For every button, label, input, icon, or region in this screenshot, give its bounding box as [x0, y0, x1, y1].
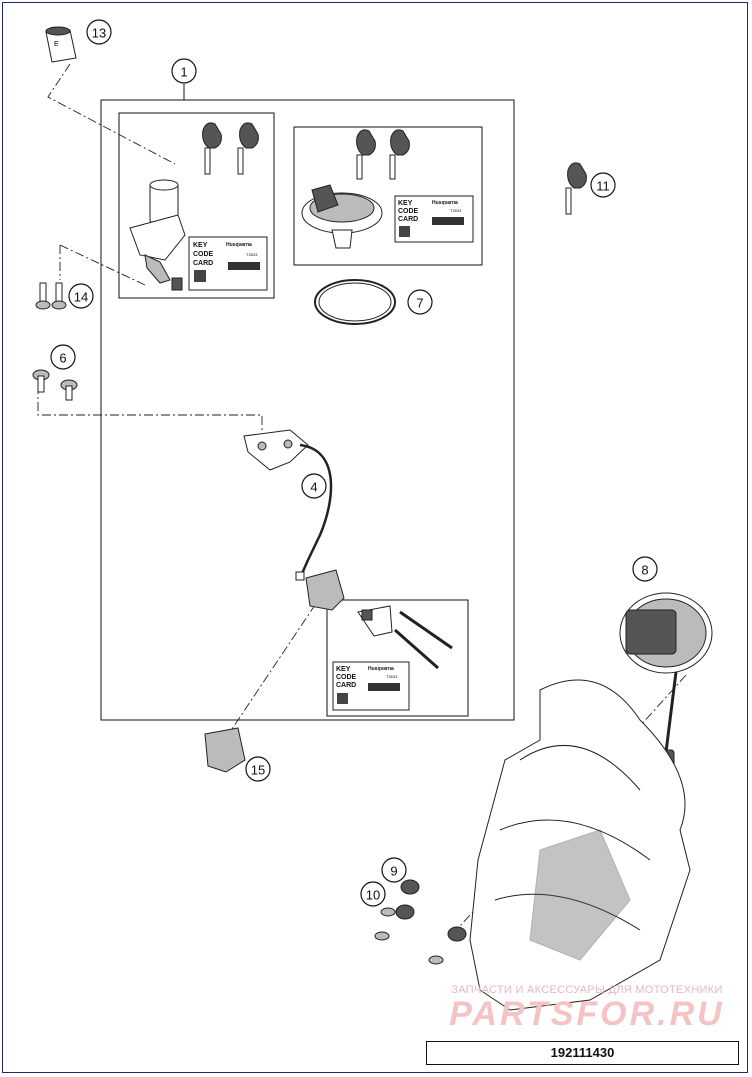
callout-7: 7 — [407, 289, 433, 315]
key-card-key: KEY — [193, 242, 208, 249]
seat-lock-kit-contents — [357, 605, 453, 670]
key-card-brand: Husqvarna — [226, 242, 252, 248]
kit-1-outline — [100, 99, 515, 721]
key-card-card: CARD — [193, 260, 213, 267]
seat-card-card: CARD — [336, 682, 356, 689]
fuel-cap-part — [301, 184, 383, 249]
key-card-code: CODE — [193, 251, 214, 258]
o-ring-part — [314, 279, 396, 325]
assembly-line-15 — [217, 589, 326, 751]
seat-card-number: T2633 — [386, 674, 398, 679]
svg-text:10: 10 — [366, 888, 380, 903]
assembly-line-13 — [47, 63, 176, 165]
bolts-6 — [32, 369, 78, 401]
callout-8: 8 — [632, 556, 658, 582]
svg-text:15: 15 — [251, 763, 265, 778]
fuel-tank-part — [469, 679, 691, 1011]
callout-10: 10 — [360, 881, 386, 907]
fuel-cap-kit-box — [293, 126, 483, 266]
key-code-card-fuel-cap: KEY CODE CARD Husqvarna T2633 — [394, 195, 474, 243]
ignition-lock-housing — [129, 179, 186, 291]
seat-card-brand: Husqvarna — [368, 666, 394, 672]
svg-text:11: 11 — [596, 179, 610, 194]
ignition-key-2 — [237, 122, 259, 175]
lock-cylinder-part: E — [45, 26, 77, 63]
seat-lock-kit-box — [326, 599, 469, 717]
reference-number: 192111430 — [426, 1041, 739, 1065]
svg-text:1: 1 — [180, 65, 187, 80]
fuel-cap-key-2 — [389, 129, 410, 180]
screws-14 — [35, 282, 67, 310]
assembly-line-14a — [59, 244, 146, 286]
fuel-card-brand: Husqvarna — [432, 200, 458, 206]
fuel-card-key: KEY — [398, 200, 413, 207]
seat-lock-cable-part — [243, 429, 333, 581]
screws-10 — [374, 907, 444, 965]
callout-4: 4 — [301, 473, 327, 499]
seat-card-key: KEY — [336, 666, 351, 673]
svg-text:13: 13 — [92, 26, 106, 41]
seat-card-code: CODE — [336, 674, 357, 681]
fuel-card-number: T2633 — [450, 208, 462, 213]
callout-14: 14 — [68, 283, 94, 309]
assembly-line-6 — [37, 385, 263, 432]
key-code-card-ignition: KEY CODE CARD Husqvarna T2633 — [188, 236, 268, 291]
ignition-key-1 — [202, 122, 222, 175]
key-card-number: T2633 — [246, 252, 258, 257]
callout-6: 6 — [50, 344, 76, 370]
svg-text:E: E — [54, 41, 59, 48]
spare-key-part — [565, 162, 587, 215]
ignition-lock-kit-box — [118, 112, 275, 299]
fuel-cap-key-1 — [356, 129, 376, 180]
key-code-card-seat-lock: KEY CODE CARD Husqvarna T2633 — [332, 661, 410, 711]
seat-lock-bracket — [305, 569, 345, 611]
callout-11: 11 — [590, 172, 616, 198]
grommets-9 — [395, 879, 467, 942]
bracket-15-part — [204, 727, 246, 773]
svg-text:8: 8 — [641, 563, 648, 578]
svg-text:14: 14 — [74, 290, 88, 305]
svg-text:9: 9 — [390, 864, 397, 879]
svg-text:4: 4 — [310, 480, 317, 495]
callout-9: 9 — [381, 857, 407, 883]
fuel-card-code: CODE — [398, 208, 419, 215]
fuel-card-card: CARD — [398, 216, 418, 223]
svg-text:7: 7 — [416, 296, 423, 311]
callout-13: 13 — [86, 19, 112, 45]
svg-text:6: 6 — [59, 351, 66, 366]
callout-15: 15 — [245, 756, 271, 782]
callout-1: 1 — [171, 58, 197, 84]
